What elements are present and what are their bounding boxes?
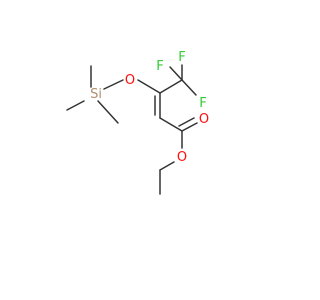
atom-f-left: F — [156, 59, 163, 74]
bond-si-methyl-right — [97, 100, 119, 124]
atom-f-bottom: F — [199, 96, 206, 111]
structure-diagram: F F F O Si O O — [66, 50, 209, 195]
atom-o-carbonyl: O — [199, 112, 209, 127]
bond-si-methyl-left — [66, 100, 85, 111]
molecule-canvas: F F F O Si O O — [66, 50, 209, 195]
bond-c1-o-carbonyl — [181, 122, 198, 132]
bond-si-o — [103, 79, 124, 90]
bonds — [66, 64, 198, 195]
bond-o-c3 — [137, 79, 161, 94]
atom-f-top: F — [178, 50, 185, 65]
atom-o-ester: O — [177, 150, 187, 165]
atom-si: Si — [90, 87, 102, 102]
bond-c4-f-bottom — [181, 79, 197, 96]
atom-labels: F F F O Si O O — [90, 50, 209, 165]
bond-c2-c1 — [159, 117, 183, 132]
bond-c3-c4 — [159, 79, 183, 94]
bond-c4-f-left — [169, 66, 183, 81]
bond-o-ch2 — [159, 161, 175, 171]
bond-c1-o-carbonyl-double — [178, 117, 195, 127]
atom-o-ether: O — [125, 73, 135, 88]
